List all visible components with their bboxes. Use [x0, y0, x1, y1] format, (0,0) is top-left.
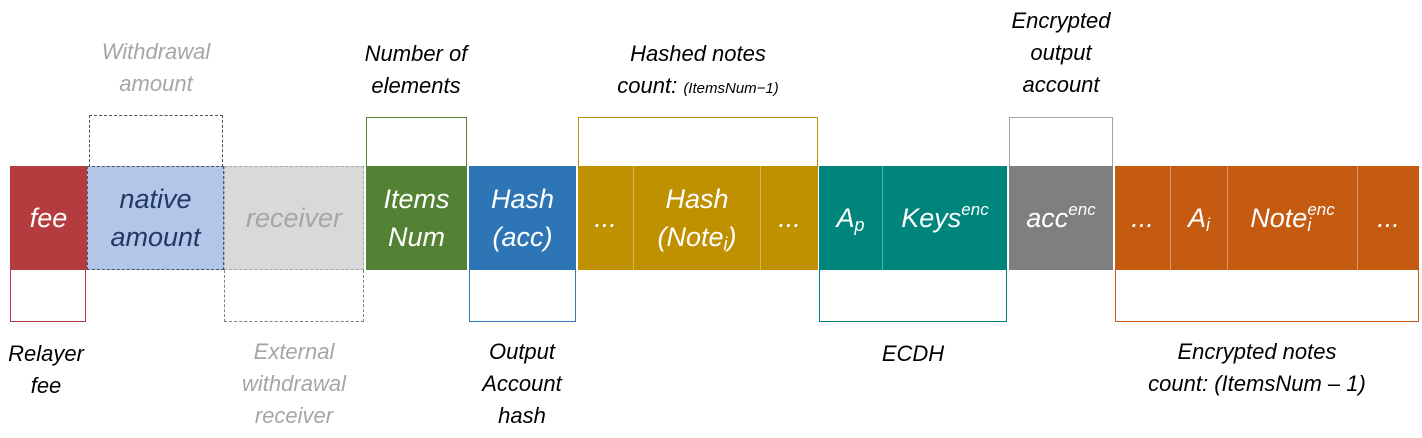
hashed-dots-left-cell: ...	[578, 166, 634, 270]
receiver-cell: receiver	[224, 166, 364, 270]
external-receiver-bracket	[224, 270, 364, 322]
output-account-line3: hash	[498, 403, 546, 428]
hashed-notes-line2: count: (ItemsNum−1)	[568, 70, 828, 105]
hash-acc-line2: (acc)	[492, 222, 553, 252]
number-of-elements-line2: elements	[371, 73, 461, 98]
hashed-dots-right-cell: ...	[761, 166, 818, 270]
encrypted-notes-bracket	[1115, 270, 1419, 322]
hash-note-end: )	[727, 222, 737, 252]
hashed-notes-count: count:	[617, 73, 678, 98]
output-account-line1: Output	[488, 339, 556, 364]
ap-sub: p	[854, 215, 865, 235]
acc-enc-cell: accenc	[1009, 166, 1113, 270]
ecdh-label: ECDH	[833, 338, 993, 370]
enc-dots-right-cell: ...	[1358, 166, 1419, 270]
native-amount-line2: amount	[110, 222, 201, 252]
keys-sup: enc	[961, 200, 989, 219]
fee-text: fee	[29, 203, 68, 233]
ap-text: Ap	[836, 199, 864, 237]
external-receiver-label: External withdrawal receiver	[214, 336, 374, 432]
withdrawal-amount-bracket	[89, 115, 223, 167]
relayer-fee-bracket	[10, 270, 86, 322]
ap-cell: Ap	[819, 166, 883, 270]
items-num-cell: Items Num	[366, 166, 467, 270]
external-receiver-line2: withdrawal	[242, 371, 346, 396]
hashed-notes-bracket	[578, 117, 818, 167]
withdrawal-amount-label: Withdrawal amount	[76, 36, 236, 100]
acc-enc-text: accenc	[1026, 199, 1095, 237]
relayer-fee-line2: fee	[30, 373, 62, 398]
note-sub: i	[1307, 215, 1312, 235]
ai-sub: i	[1206, 215, 1210, 235]
acc-main: acc	[1026, 203, 1069, 233]
withdrawal-amount-line1: Withdrawal	[101, 39, 211, 64]
enc-dots-left-text: ...	[1131, 203, 1154, 233]
output-account-line2: Account	[482, 371, 562, 396]
number-of-elements-bracket	[366, 117, 467, 167]
relayer-fee-label: Relayer fee	[0, 338, 92, 402]
acc-sup: enc	[1068, 200, 1096, 219]
hash-note-line2: (Notei)	[657, 218, 736, 256]
keys-enc-text: Keysenc	[901, 199, 988, 237]
output-account-bracket	[469, 270, 576, 322]
number-of-elements-line1: Number of	[364, 41, 468, 66]
encrypted-output-line1: Encrypted	[1011, 8, 1111, 33]
items-num-line1: Items	[383, 184, 450, 214]
encrypted-output-line2: output	[1030, 40, 1092, 65]
relayer-fee-line1: Relayer	[8, 341, 84, 366]
hash-note-sub: i	[723, 234, 728, 254]
ai-cell: Ai	[1171, 166, 1228, 270]
number-of-elements-label: Number of elements	[336, 38, 496, 102]
native-amount-cell: native amount	[87, 166, 224, 270]
withdrawal-amount-line2: amount	[119, 71, 193, 96]
hash-note-cell: Hash (Notei)	[634, 166, 761, 270]
encrypted-notes-label: Encrypted notes count: (ItemsNum – 1)	[1117, 336, 1397, 400]
encrypted-notes-line2: count: (ItemsNum – 1)	[1148, 371, 1366, 396]
output-account-label: Output Account hash	[452, 336, 592, 432]
encrypted-output-line3: account	[1022, 72, 1100, 97]
enc-dots-right-text: ...	[1377, 203, 1400, 233]
hashed-notes-formula: (ItemsNum−1)	[683, 80, 779, 97]
hashed-dots-right-text: ...	[778, 203, 801, 233]
enc-dots-left-cell: ...	[1115, 166, 1171, 270]
items-num-line2: Num	[387, 222, 445, 252]
fee-cell: fee	[10, 166, 87, 270]
note-enc-cell: Noteienc	[1228, 166, 1358, 270]
external-receiver-line1: External	[253, 339, 335, 364]
ecdh-text: ECDH	[881, 341, 945, 366]
hash-acc-cell: Hash (acc)	[469, 166, 576, 270]
hashed-notes-label: Hashed notes count: (ItemsNum−1)	[568, 38, 828, 105]
native-amount-line1: native	[119, 184, 192, 214]
ai-text: Ai	[1188, 199, 1210, 237]
hashed-dots-left-text: ...	[594, 203, 617, 233]
keys-enc-cell: Keysenc	[883, 166, 1007, 270]
note-main: Note	[1250, 203, 1308, 233]
ai-main: A	[1187, 203, 1206, 233]
hash-acc-line1: Hash	[490, 184, 555, 214]
receiver-text: receiver	[245, 203, 343, 233]
encrypted-output-bracket	[1009, 117, 1113, 167]
keys-main: Keys	[901, 203, 962, 233]
hashed-notes-line1: Hashed notes	[630, 41, 766, 66]
note-sup: enc	[1307, 200, 1335, 219]
encrypted-output-label: Encrypted output account	[986, 5, 1136, 101]
hash-note-line1: Hash	[665, 184, 729, 214]
hash-note-main: (Note	[657, 222, 724, 252]
external-receiver-line3: receiver	[254, 403, 334, 428]
encrypted-notes-line1: Encrypted notes	[1177, 339, 1337, 364]
ap-main: A	[836, 203, 855, 233]
note-enc-text: Noteienc	[1250, 199, 1334, 237]
ecdh-bracket	[819, 270, 1007, 322]
